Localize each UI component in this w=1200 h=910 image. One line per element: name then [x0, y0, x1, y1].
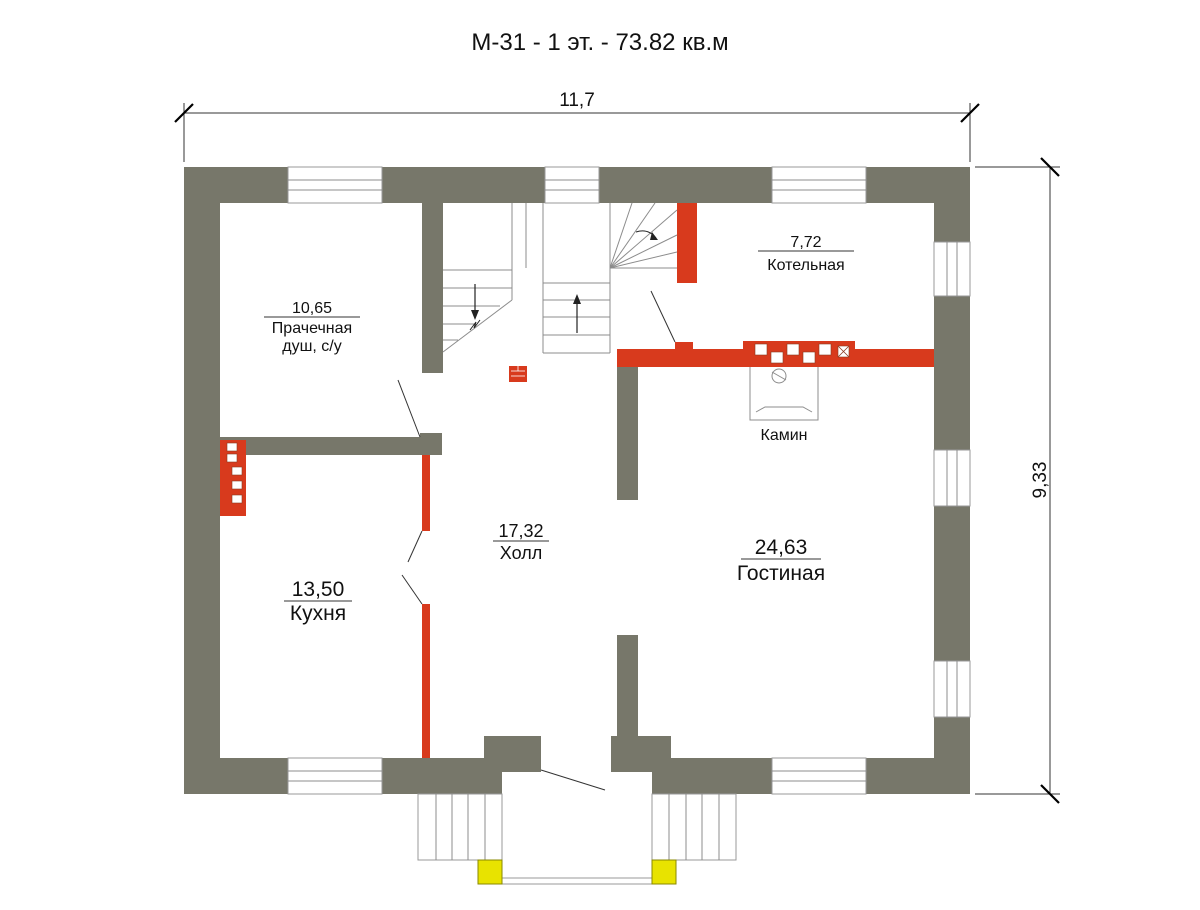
window-right-upper: [933, 241, 971, 297]
window-bottom-right: [771, 757, 867, 795]
room-area: 10,65: [292, 300, 332, 317]
doors: [397, 290, 676, 791]
outer-walls: [184, 167, 970, 794]
staircase: [442, 202, 678, 354]
brick-walls: [220, 203, 934, 758]
window-top-middle: [544, 166, 600, 204]
room-area: 13,50: [292, 578, 345, 601]
room-name: Кухня: [290, 602, 346, 625]
windows: [287, 166, 971, 795]
fireplace-bricks: [754, 343, 850, 364]
interior-walls: [220, 203, 638, 737]
height-label: 9,33: [1030, 462, 1051, 499]
room-laundry: 10,65 Прачечная душ, с/у: [264, 300, 360, 355]
room-name-line-2: душ, с/у: [282, 338, 342, 355]
chimney-icon: [511, 366, 525, 377]
room-name: Холл: [500, 543, 542, 563]
window-bottom-left: [287, 757, 383, 795]
window-right-lower: [933, 660, 971, 718]
window-top-left: [287, 166, 383, 204]
room-boiler: 7,72 Котельная: [758, 234, 854, 274]
porch-post-left: [477, 859, 503, 885]
room-name: Прачечная: [272, 320, 352, 337]
brick-stove-left: [226, 442, 243, 504]
porch-post-right: [651, 859, 677, 885]
plan-title: М-31 - 1 эт. - 73.82 кв.м: [471, 29, 728, 56]
window-right-middle: [933, 449, 971, 507]
room-name: Гостиная: [737, 562, 825, 585]
room-area: 24,63: [755, 536, 808, 559]
porch: [417, 793, 737, 885]
room-living: 24,63 Гостиная: [737, 536, 825, 585]
window-top-right: [771, 166, 867, 204]
room-name: Котельная: [767, 257, 844, 274]
room-kitchen: 13,50 Кухня: [284, 578, 352, 625]
fireplace: Камин: [749, 367, 819, 444]
height-dimension: 9,33: [975, 157, 1060, 804]
width-dimension: 11,7: [174, 90, 980, 162]
room-area: 17,32: [498, 521, 543, 541]
room-hall: 17,32 Холл: [493, 521, 549, 563]
width-label: 11,7: [559, 90, 595, 111]
fireplace-label: Камин: [761, 427, 808, 444]
room-area: 7,72: [790, 234, 821, 251]
